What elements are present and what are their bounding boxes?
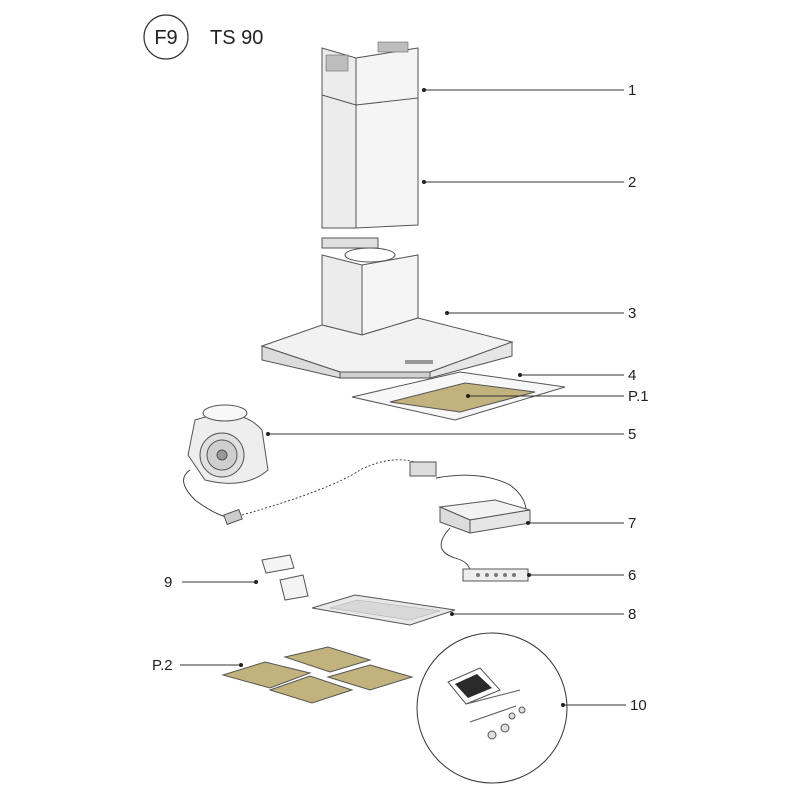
button-panel-part <box>462 568 529 582</box>
callout-9: 9 <box>164 574 172 591</box>
chimney-part <box>321 41 419 229</box>
callout-6: 6 <box>628 567 636 584</box>
carbon-pads-p2 <box>221 646 414 704</box>
header-model: TS 90 <box>210 27 263 49</box>
callout-5: 5 <box>628 426 636 443</box>
mesh-filter-part <box>311 594 456 626</box>
hood-body-part <box>260 237 514 379</box>
filter-pad-p1 <box>389 382 536 413</box>
callout-8: 8 <box>628 606 636 623</box>
callout-p2: P.2 <box>152 657 173 674</box>
callout-10: 10 <box>630 697 647 714</box>
callout-3: 3 <box>628 305 636 322</box>
motor-part <box>183 404 437 526</box>
filter-frame-part <box>351 371 566 421</box>
callout-4: 4 <box>628 367 636 384</box>
callout-p1: P.1 <box>628 388 649 405</box>
header-badge-circle <box>143 14 189 60</box>
callout-1: 1 <box>628 82 636 99</box>
control-box-part <box>435 474 531 573</box>
callout-2: 2 <box>628 174 636 191</box>
lamps-part <box>261 554 309 601</box>
header-badge: F9 <box>154 27 177 49</box>
callout-7: 7 <box>628 515 636 532</box>
leader-lines <box>180 88 626 707</box>
accessories-part <box>416 632 568 784</box>
